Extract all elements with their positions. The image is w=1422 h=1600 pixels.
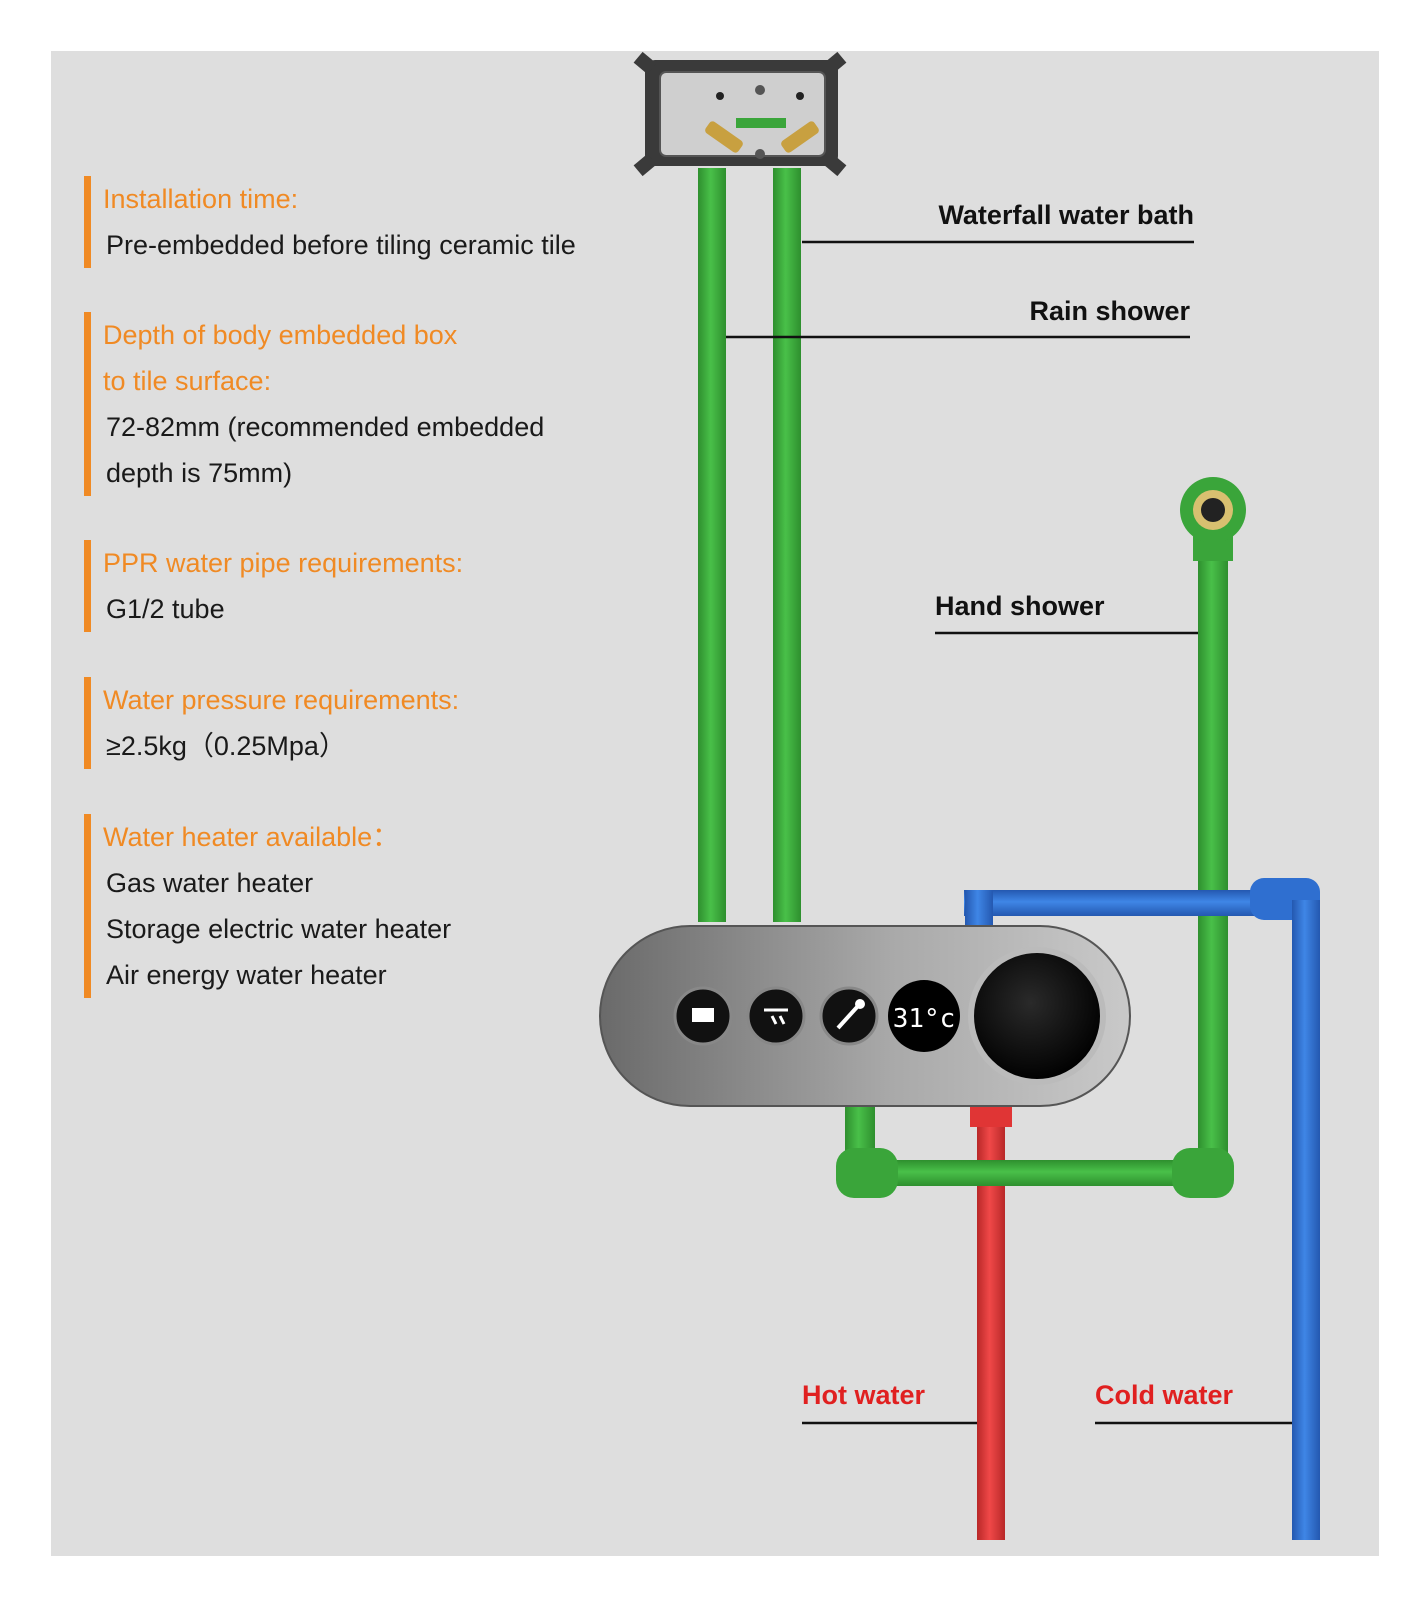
spec-body: Pre-embedded before tiling ceramic tile (106, 230, 576, 260)
spec-heading: Water pressure requirements: (103, 685, 460, 715)
spec-body: ≥2.5kg（0.25Mpa） (106, 731, 346, 761)
spec-pipe-requirements: PPR water pipe requirements: G1/2 tube (84, 540, 463, 632)
label-hot-water: Hot water (802, 1380, 926, 1410)
pipe-hot-fitting (970, 1105, 1012, 1127)
spec-installation-time: Installation time: Pre-embedded before t… (84, 176, 576, 268)
rain-shower-icon[interactable] (746, 986, 806, 1046)
pipe-hand-shower-loop (836, 1100, 1234, 1198)
label-hand-shower: Hand shower (935, 591, 1105, 621)
pipe-rain-riser (773, 168, 801, 922)
embedded-box (633, 51, 847, 177)
temperature-display-bezel (888, 980, 960, 1052)
control-panel: 31°c (599, 925, 1131, 1107)
spec-body: Storage electric water heater (106, 914, 452, 944)
spec-heading: Depth of body embedded box (103, 320, 458, 350)
waterfall-outlet-icon[interactable] (673, 986, 733, 1046)
label-cold-water: Cold water (1095, 1380, 1234, 1410)
temperature-display: 31°c (893, 1004, 956, 1034)
pipe-hand-shower (1180, 477, 1246, 1160)
spec-heading: Installation time: (103, 184, 299, 214)
spec-body: Gas water heater (106, 868, 314, 898)
spec-water-pressure: Water pressure requirements: ≥2.5kg（0.25… (84, 677, 459, 769)
spec-heading: to tile surface: (103, 366, 272, 396)
spec-heading: PPR water pipe requirements: (103, 548, 464, 578)
pipe-waterfall-riser (698, 168, 726, 922)
spec-water-heater: Water heater available： Gas water heater… (84, 814, 451, 998)
spec-heading: Water heater available： (103, 822, 400, 852)
label-waterfall-water-bath: Waterfall water bath (938, 200, 1194, 230)
pipe-cold-water (964, 878, 1320, 1540)
spec-body: G1/2 tube (106, 594, 225, 624)
spec-body: Air energy water heater (106, 960, 387, 990)
spec-body: depth is 75mm) (106, 458, 293, 488)
spec-body: 72-82mm (recommended embedded (106, 412, 545, 442)
temperature-knob[interactable] (968, 947, 1106, 1085)
hand-shower-icon[interactable] (819, 986, 879, 1046)
spec-embedded-depth: Depth of body embedded box to tile surfa… (84, 312, 544, 496)
label-rain-shower: Rain shower (1029, 296, 1190, 326)
